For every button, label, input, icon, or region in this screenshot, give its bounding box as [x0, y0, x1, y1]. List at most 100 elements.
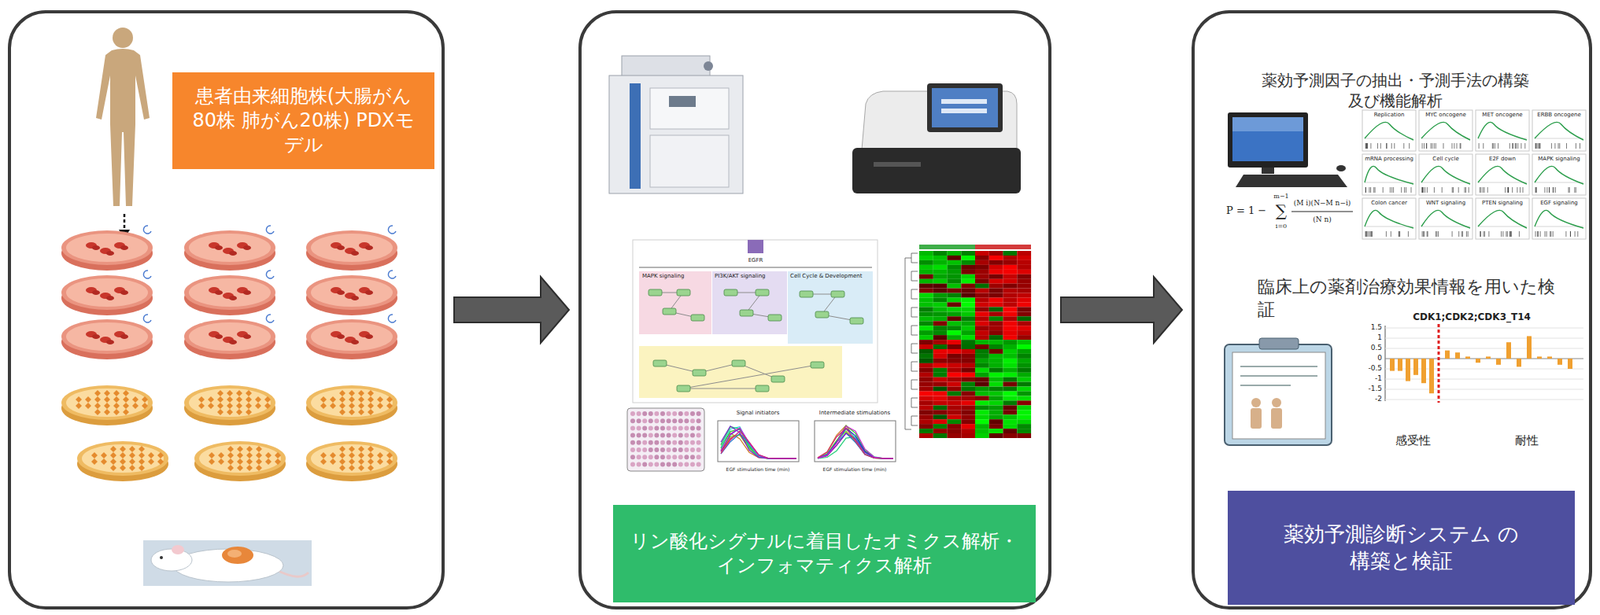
hit-tick — [1570, 231, 1571, 237]
well — [696, 447, 702, 453]
annotation-label: 1.5 — [1370, 324, 1382, 333]
time-course-line — [817, 433, 894, 459]
annotation-label: EGF signaling — [1540, 200, 1578, 207]
organoid — [113, 409, 120, 416]
heatmap-cell — [1003, 279, 1018, 285]
annotation-label: Colon cancer — [1370, 200, 1408, 207]
organoid — [245, 396, 252, 403]
heatmap-cell — [933, 349, 948, 355]
heatmap-cell — [989, 396, 1004, 402]
heatmap-cell — [960, 419, 976, 425]
illustration-shape — [1271, 398, 1282, 408]
heatmap-cell — [933, 405, 948, 411]
heatmap-cell — [960, 255, 976, 261]
organoid-dish — [184, 385, 276, 426]
heatmap-cell — [989, 428, 1004, 434]
well — [678, 461, 684, 467]
heatmap-cell — [933, 325, 948, 331]
hit-tick — [1568, 187, 1570, 193]
annotation-label: MAPK signaling — [642, 273, 684, 281]
well — [666, 461, 672, 467]
heatmap-cell — [960, 325, 976, 331]
hit-tick — [1570, 231, 1571, 237]
illustration-shape — [1240, 384, 1291, 387]
organoid — [157, 458, 164, 466]
heatmap-cell — [960, 400, 976, 406]
hit-tick — [1479, 231, 1481, 237]
dish-rim — [61, 230, 153, 266]
illustration-shape — [227, 550, 242, 558]
annotation-label: Intermediate stimulations — [819, 410, 891, 418]
dish-mark — [266, 225, 274, 234]
organoid — [329, 402, 337, 410]
organoid — [367, 452, 374, 459]
heatmap-cell — [989, 414, 1004, 420]
annotation-label: 0 — [1377, 354, 1382, 363]
heatmap-cell — [960, 382, 976, 388]
hit-tick — [1515, 143, 1517, 149]
heatmap-cell — [919, 414, 934, 420]
hit-tick — [1577, 231, 1578, 237]
heatmap-cell — [947, 325, 962, 331]
grid-line — [1385, 399, 1584, 401]
heatmap-cell — [1016, 311, 1031, 317]
heatmap-cell — [919, 354, 934, 359]
hit-tick — [1519, 187, 1521, 193]
pathway-node — [768, 314, 782, 322]
hit-tick — [1554, 143, 1556, 149]
heatmap-cell — [919, 405, 934, 411]
heatmap-cell — [960, 358, 976, 364]
hit-tick — [1540, 231, 1541, 237]
enrichment-curve — [1421, 210, 1471, 229]
illustration-shape — [151, 549, 193, 572]
organoid — [236, 396, 243, 403]
heatmap-cell — [1016, 288, 1031, 294]
organoid — [236, 452, 244, 459]
pathway-link — [683, 388, 762, 390]
hit-tick — [1370, 187, 1371, 193]
organoid — [320, 402, 327, 410]
well — [636, 461, 642, 467]
culture-dish — [61, 225, 153, 271]
hit-tick — [1423, 143, 1425, 149]
hit-tick — [1441, 187, 1443, 193]
well — [660, 411, 666, 417]
dish-mark — [387, 225, 396, 234]
heatmap-cell — [947, 382, 962, 388]
organoid — [358, 396, 365, 403]
organoid — [348, 465, 355, 472]
illustration-shape — [1259, 338, 1299, 350]
process-box: リン酸化シグナルに着目したオミクス解析・ インフォマティクス解析 — [613, 505, 1036, 603]
heatmap-cell — [960, 330, 976, 336]
organoid — [386, 402, 393, 410]
dendrogram — [911, 325, 918, 336]
enrichment-curve — [1534, 166, 1584, 185]
organoid — [94, 396, 101, 403]
heatmap-cell — [933, 391, 948, 397]
dish-rim — [184, 275, 276, 311]
time-course-line — [720, 426, 797, 459]
heatmap-cell — [933, 410, 948, 415]
bar — [1526, 336, 1532, 359]
hit-tick — [1458, 231, 1460, 237]
well — [654, 411, 659, 417]
well — [690, 411, 695, 417]
heatmap — [905, 244, 1031, 439]
heatmap-cell — [975, 316, 990, 322]
heatmap-cell — [989, 391, 1004, 397]
organoid — [208, 452, 215, 459]
hit-tick — [1484, 231, 1486, 237]
bar — [1429, 358, 1434, 394]
organoid — [84, 396, 92, 403]
heatmap-cell — [975, 269, 990, 275]
well — [666, 433, 672, 439]
heatmap-cell — [1016, 391, 1031, 397]
heatmap-cell — [933, 382, 948, 388]
hit-tick — [1390, 231, 1392, 237]
heatmap-cell — [960, 428, 976, 434]
dendrogram — [911, 271, 918, 281]
heatmap-cell — [933, 293, 948, 299]
organoid — [122, 390, 130, 397]
organoid — [103, 396, 111, 403]
